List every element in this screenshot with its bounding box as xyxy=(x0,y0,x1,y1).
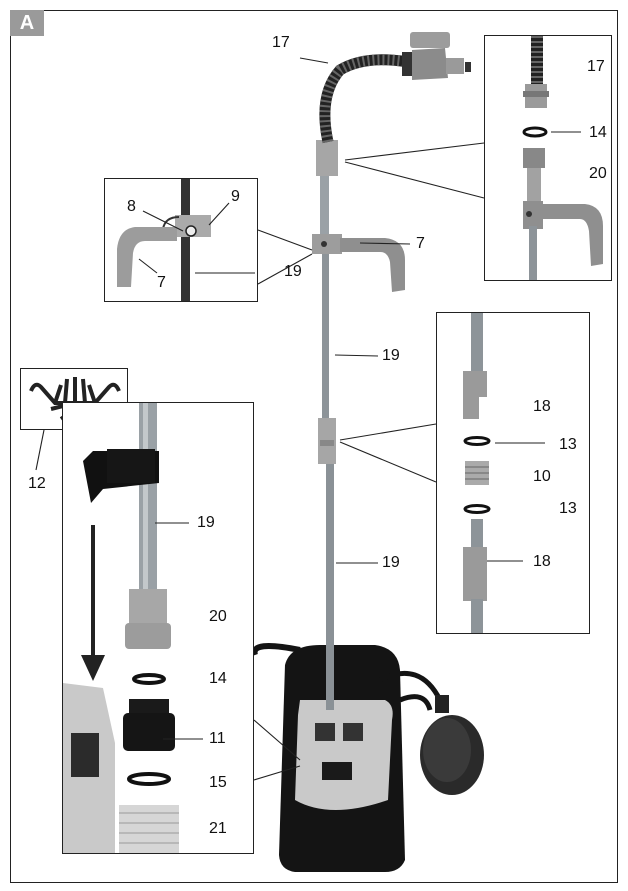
label-21: 21 xyxy=(209,820,227,837)
label-13-bottom: 13 xyxy=(559,500,577,517)
detail-box-pump-outlet: 19 20 14 11 15 21 xyxy=(62,402,254,854)
figure-tag: A xyxy=(10,10,44,36)
label-14-detail: 14 xyxy=(589,124,607,141)
detail-pump-outlet-drawing xyxy=(63,403,203,853)
detail-box-pipe-coupling: 18 13 10 13 18 xyxy=(436,312,590,634)
hose-with-valve xyxy=(319,32,471,144)
label-19-upper: 19 xyxy=(382,347,400,364)
label-17-detail: 17 xyxy=(587,58,605,75)
label-9: 9 xyxy=(231,188,240,205)
figure-frame xyxy=(10,10,618,883)
pump-body xyxy=(251,643,484,872)
label-18-bottom: 18 xyxy=(533,553,551,570)
detail-box-holder-clip: 8 9 7 xyxy=(104,178,258,302)
label-17-main: 17 xyxy=(272,34,290,51)
detail-hose-connector-drawing xyxy=(522,36,603,280)
label-13-top: 13 xyxy=(559,436,577,453)
label-7-detail: 7 xyxy=(157,274,166,291)
label-11: 11 xyxy=(209,730,226,747)
label-18-top: 18 xyxy=(533,398,551,415)
riser-pipe xyxy=(316,140,338,710)
label-19-holder: 19 xyxy=(284,263,302,280)
label-12: 12 xyxy=(28,475,46,492)
detail-pipe-coupling-drawing xyxy=(463,313,545,633)
label-8: 8 xyxy=(127,198,136,215)
label-19-left: 19 xyxy=(197,514,215,531)
label-14-left: 14 xyxy=(209,670,227,687)
detail-box-hose-connector: 17 14 20 xyxy=(484,35,612,281)
label-7-main: 7 xyxy=(416,235,425,252)
label-10: 10 xyxy=(533,468,551,485)
label-19-lower: 19 xyxy=(382,554,400,571)
label-20-detail: 20 xyxy=(589,165,607,182)
detail-holder-clip-drawing xyxy=(117,179,255,301)
label-15: 15 xyxy=(209,774,227,791)
label-20-left: 20 xyxy=(209,608,227,625)
outlet-holder xyxy=(312,234,405,292)
